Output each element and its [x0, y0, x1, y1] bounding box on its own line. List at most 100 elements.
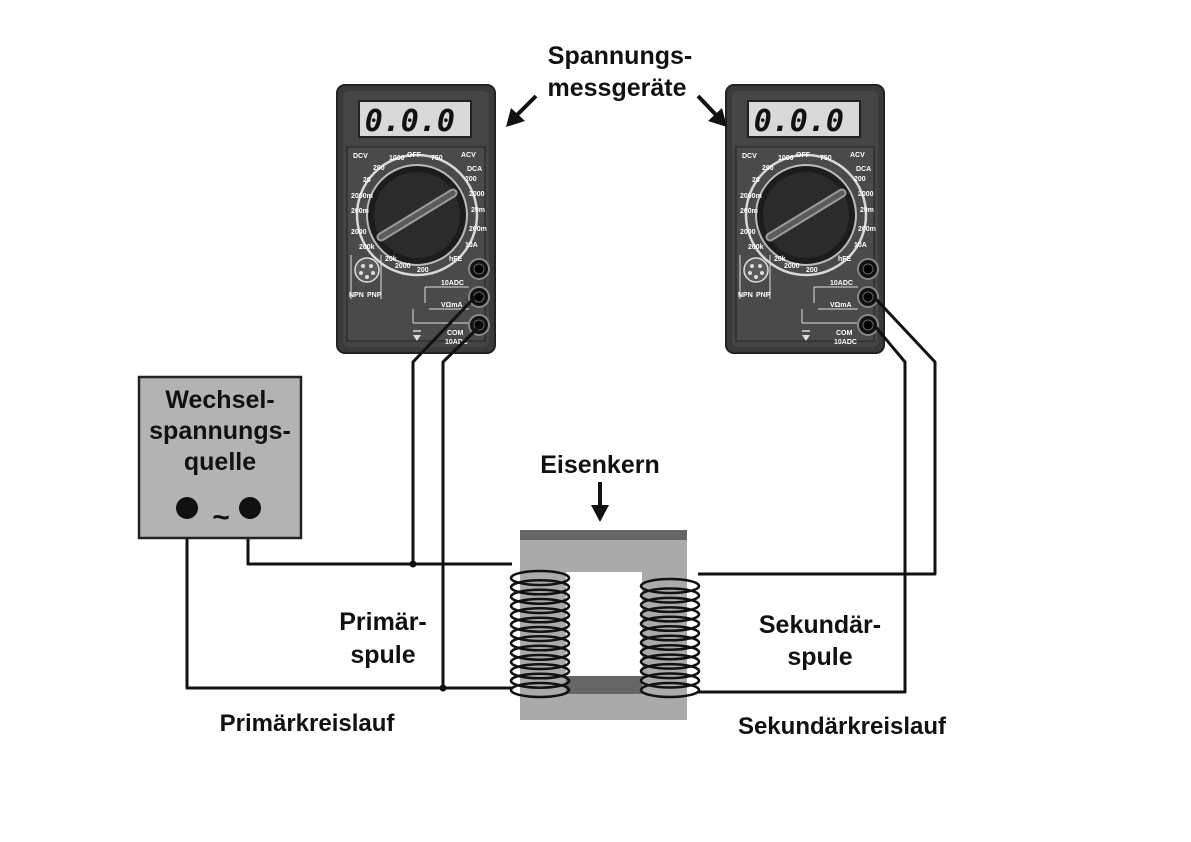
meters-label-line2: messgeräte [548, 74, 687, 102]
junction-dot [439, 684, 447, 692]
wires [185, 295, 937, 694]
coil-winding [639, 643, 701, 661]
port-label: COM [447, 330, 464, 337]
primary-coil [509, 569, 571, 699]
dial-label: 200 [465, 176, 477, 183]
dial-label: OFF [407, 152, 422, 159]
secondary-wire-top [698, 295, 937, 576]
coil-winding [639, 681, 701, 699]
source-label-line1: Wechsel- [165, 386, 274, 414]
coil-winding [509, 663, 571, 680]
coil-winding [509, 579, 571, 596]
core-label: Eisenkern [540, 451, 660, 479]
dial-label: 2000 [469, 191, 485, 198]
dial-label: 200k [359, 244, 375, 251]
source-label-line3: quelle [184, 448, 256, 476]
arrow-to-core [591, 482, 609, 522]
dial-label: NPN [349, 292, 364, 299]
meter-display: 0.0.0 [754, 104, 844, 139]
dial-label: OFF [796, 152, 811, 159]
port-label: 10ADC [834, 339, 857, 346]
coil-winding [639, 577, 701, 595]
secondary-circuit-label: Sekundärkreislauf [738, 713, 947, 740]
coil-winding [639, 625, 701, 642]
coil-winding [509, 635, 571, 652]
coil-winding [509, 644, 571, 661]
dial-label: 200 [806, 267, 818, 274]
primary-coil-label-line1: Primär- [339, 608, 427, 636]
coil-winding [509, 597, 571, 615]
primary-wire-bottom [185, 508, 512, 690]
dial-label: 1000 [778, 155, 794, 162]
port-label: COM [836, 330, 853, 337]
ac-symbol: ~ [212, 501, 230, 534]
iron-core [520, 530, 687, 720]
meters-label-line1: Spannungs- [548, 42, 692, 70]
secondary-coil [639, 577, 701, 699]
dial-label: 200 [417, 267, 429, 274]
arrow-to-meter2 [696, 94, 727, 127]
dial-label: DCA [467, 166, 482, 173]
dial-label: 1000 [389, 155, 405, 162]
coil-winding [509, 616, 571, 633]
coil-winding [639, 672, 701, 689]
dial-label: 200m [469, 226, 487, 233]
dial-label: 10A [465, 242, 478, 249]
voltmeter-primary: 0.0.0 DCV 1000 OFF 750 ACV 200 DCA 20 20… [337, 85, 495, 353]
secondary-wire-bottom [698, 324, 907, 694]
dial-label: 20m [860, 207, 874, 214]
dial-label: 200m [351, 208, 369, 215]
secondary-coil-label-line1: Sekundär- [759, 611, 881, 639]
port-label: 10ADC [830, 280, 853, 287]
dial-label: 20k [774, 256, 786, 263]
coil-winding [509, 607, 571, 624]
coil-winding [639, 615, 701, 633]
coil-winding [509, 653, 571, 671]
source-terminal-left [176, 497, 198, 519]
coil-winding [639, 596, 701, 614]
dial-label: 200 [762, 165, 774, 172]
meter-display: 0.0.0 [365, 104, 455, 139]
coil-winding [639, 662, 701, 680]
dial-label: PNP [367, 292, 382, 299]
dial-label: 2000 [784, 263, 800, 270]
dial-label: 2000 [351, 229, 367, 236]
dial-label: 200 [854, 176, 866, 183]
dial-label: DCV [742, 153, 757, 160]
dial-label: 20 [363, 177, 371, 184]
port-label: VΩmA [441, 302, 463, 309]
dial-label: 20 [752, 177, 760, 184]
dial-label: DCV [353, 153, 368, 160]
dial-label: 2000m [351, 193, 373, 200]
voltmeter-secondary: 0.0.0 DCV 1000 OFF 750 ACV 200 DCA 20 20… [726, 85, 884, 353]
dial-label: 200k [748, 244, 764, 251]
dial-label: PNP [756, 292, 771, 299]
primary-circuit-label: Primärkreislauf [220, 710, 396, 737]
secondary-coil-label-line2: spule [787, 643, 852, 671]
port-label: 10ADC [445, 339, 468, 346]
coil-winding [509, 681, 571, 699]
coil-winding [639, 634, 701, 651]
dial-label: DCA [856, 166, 871, 173]
dial-label: 750 [431, 155, 443, 162]
arrow-to-meter1 [506, 94, 538, 127]
dial-label: 200m [858, 226, 876, 233]
dial-label: 20k [385, 256, 397, 263]
dial-label: NPN [738, 292, 753, 299]
coil-winding [509, 588, 571, 605]
coil-winding [509, 569, 571, 587]
dial-label: 2000 [740, 229, 756, 236]
ac-source: Wechsel- spannungs- quelle ~ [137, 375, 303, 540]
dial-label: 2000 [395, 263, 411, 270]
dial-label: 200 [373, 165, 385, 172]
port-label: VΩmA [830, 302, 852, 309]
meter1-lead-a [411, 295, 477, 564]
coil-winding [639, 606, 701, 623]
dial-label: 20m [471, 207, 485, 214]
dial-labels: DCV 1000 OFF 750 ACV 200 DCA 20 200 2000… [738, 152, 876, 346]
dial-label: 10A [854, 242, 867, 249]
dial-label: hFE [838, 256, 852, 263]
coil-winding [639, 653, 701, 670]
source-label-line2: spannungs- [149, 417, 291, 445]
coil-winding [509, 625, 571, 643]
